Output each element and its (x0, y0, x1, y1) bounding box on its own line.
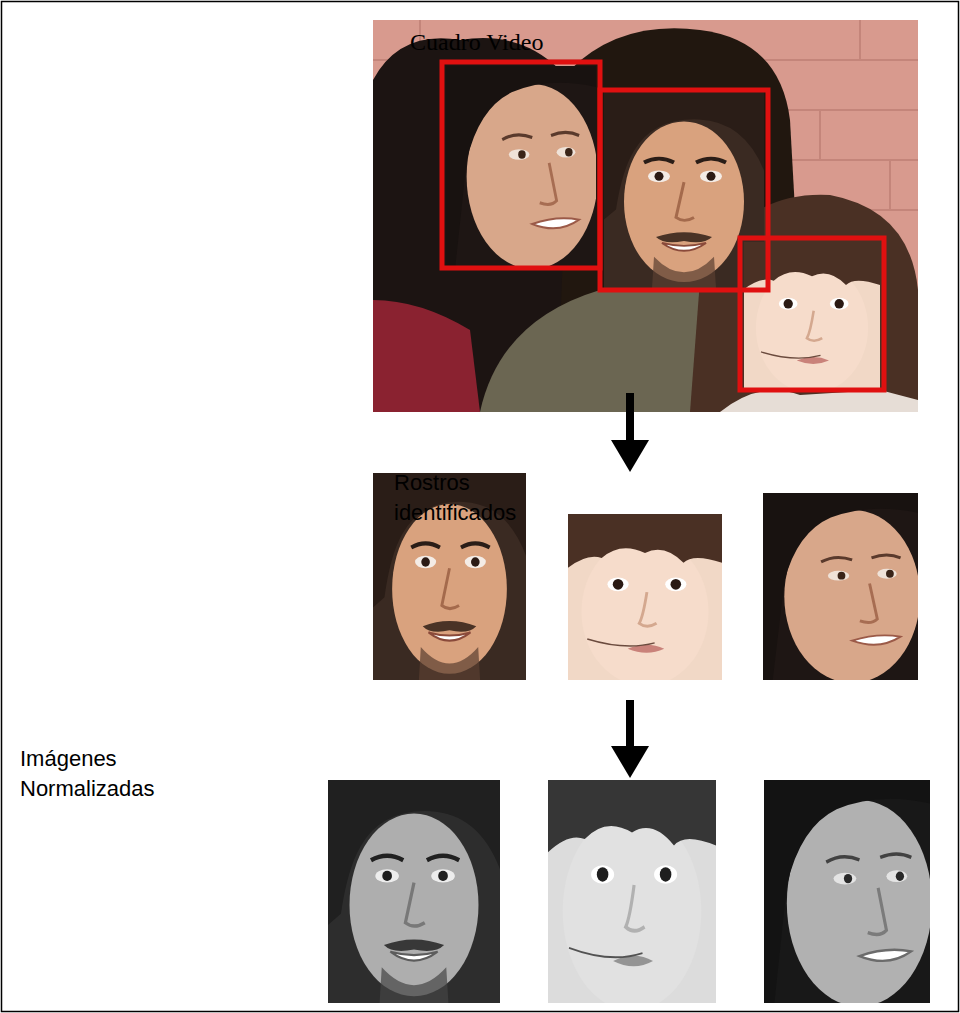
down-arrow (611, 393, 649, 472)
faces-label: Rostros identificados (394, 468, 554, 527)
video-frame-photo (373, 20, 918, 412)
frame-label: Cuadro Video (410, 26, 610, 58)
normalized-label: Imágenes Normalizadas (20, 744, 200, 803)
down-arrow (611, 700, 649, 778)
normalized-faces (328, 780, 932, 1011)
